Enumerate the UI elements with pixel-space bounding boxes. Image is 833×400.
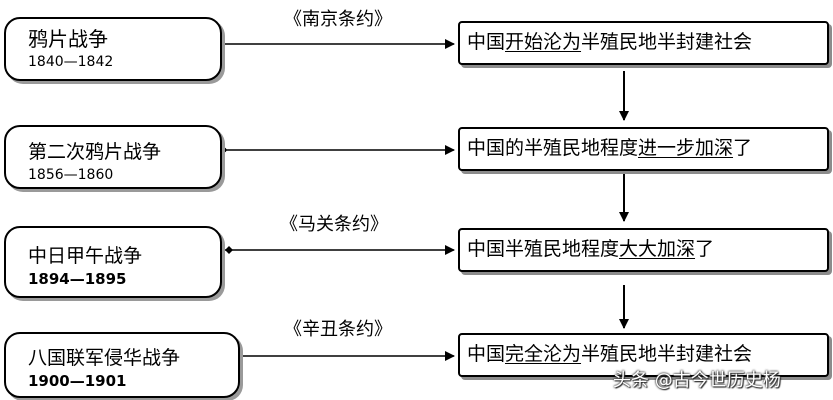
war-box-second-opium-war: 第二次鸦片战争 1856—1860 [4,125,222,189]
war-years: 1840—1842 [28,54,114,70]
result-box-4: 中国完全沦为半殖民地半封建社会 [458,333,829,377]
result-text-post: 半殖民地半封建社会 [581,31,753,53]
result-text-pre: 中国 [467,31,506,53]
result-text-post: 了 [695,238,715,260]
result-text-emphasis: 进一步加深 [638,137,734,159]
treaty-label-shimonoseki: 《马关条约》 [280,214,388,235]
result-text-pre: 中国半殖民地程度 [467,238,620,260]
result-text-post: 半殖民地半封建社会 [581,343,753,365]
result-text-emphasis: 完全沦为 [505,343,582,365]
result-text-emphasis: 大大加深 [619,238,696,260]
war-name: 中日甲午战争 [28,245,143,267]
war-years: 1894—1895 [28,270,127,288]
war-box-sino-japanese-war: 中日甲午战争 1894—1895 [4,226,222,298]
treaty-label-nanjing: 《南京条约》 [284,9,392,30]
war-box-opium-war: 鸦片战争 1840—1842 [4,17,222,81]
result-text-post: 了 [733,137,753,159]
war-name: 八国联军侵华战争 [28,347,181,369]
war-years: 1900—1901 [28,372,127,390]
result-text-emphasis: 开始沦为 [505,31,582,53]
result-box-3: 中国半殖民地程度大大加深了 [458,228,829,272]
war-name: 第二次鸦片战争 [28,141,162,163]
result-box-2: 中国的半殖民地程度进一步加深了 [458,127,829,171]
result-text-pre: 中国的半殖民地程度 [467,137,639,159]
arrow-row-3-origin-diamond [225,246,233,254]
arrow-row-2-origin-dot [221,147,227,153]
war-name: 鸦片战争 [28,27,108,51]
war-years: 1856—1860 [28,167,114,183]
result-box-1: 中国开始沦为半殖民地半封建社会 [458,21,829,65]
war-box-eight-nation-alliance: 八国联军侵华战争 1900—1901 [4,332,240,398]
result-text-pre: 中国 [467,343,506,365]
treaty-label-xinchou: 《辛丑条约》 [284,319,392,340]
watermark: 头条 @古今世历史杨 [613,370,781,391]
